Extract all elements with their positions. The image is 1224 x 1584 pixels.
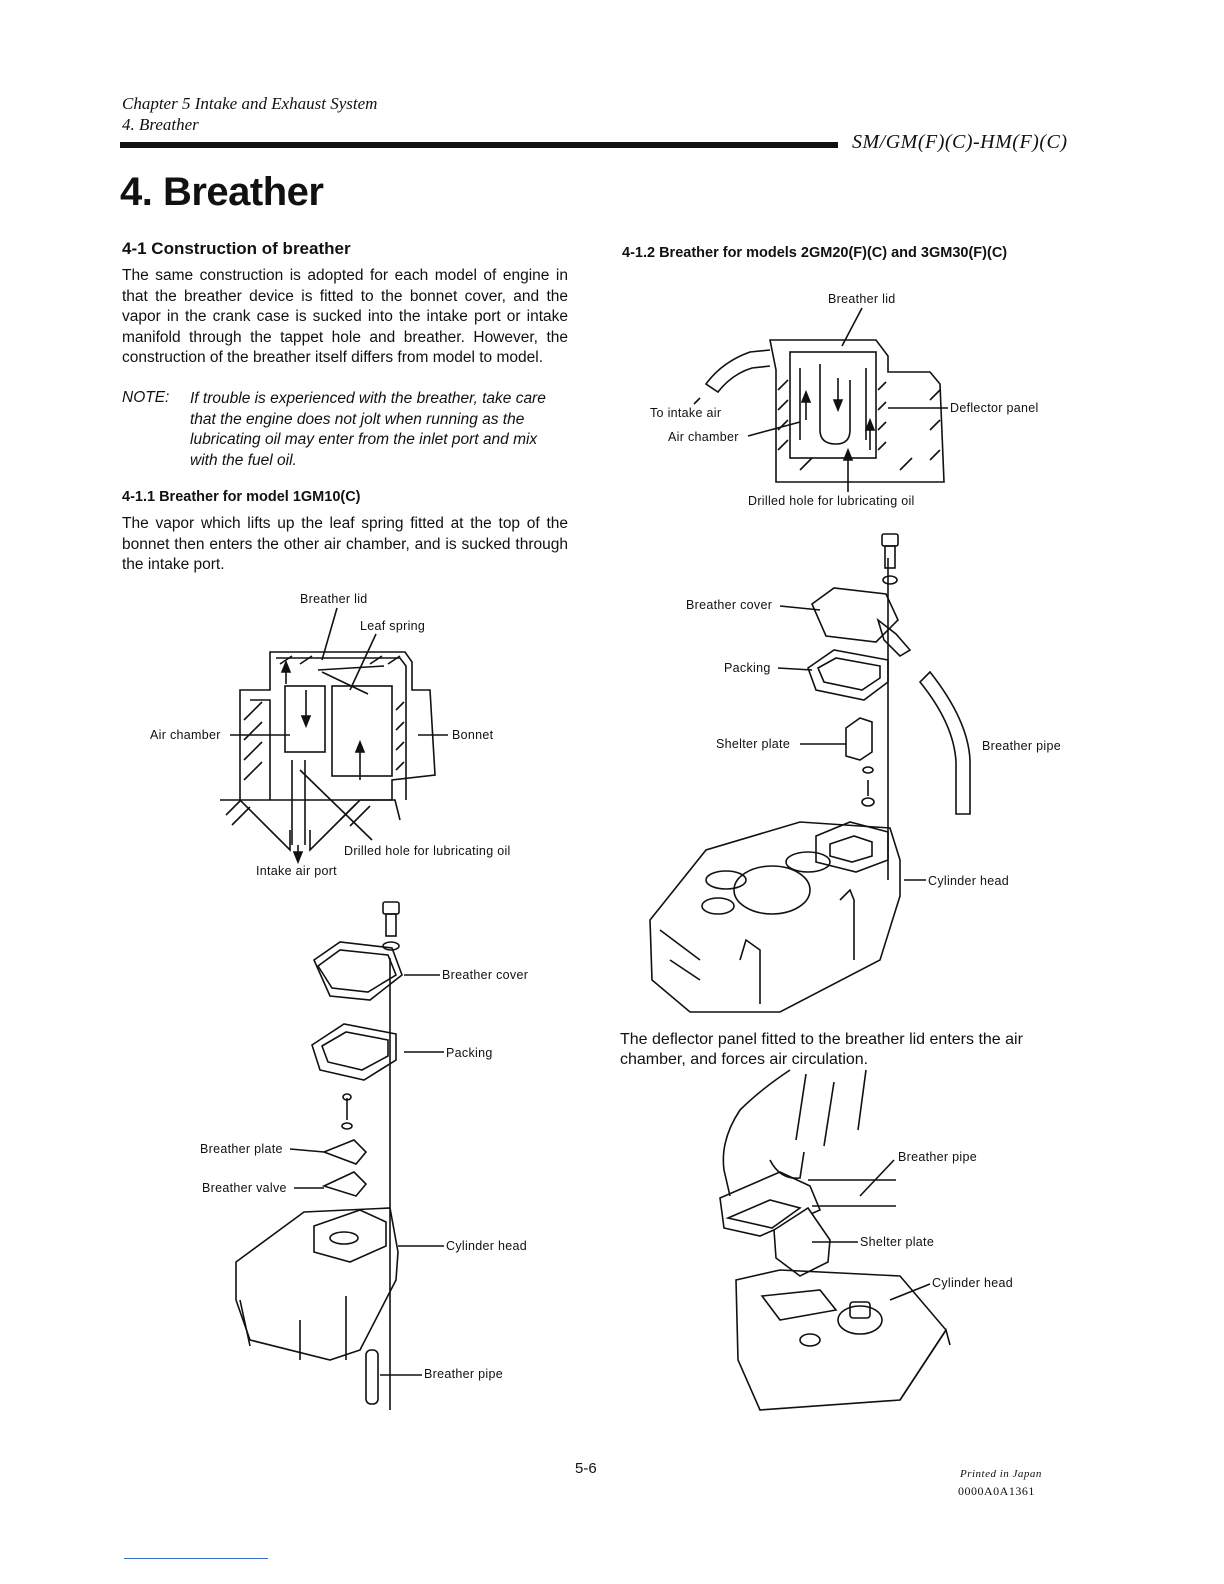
label-packing: Packing xyxy=(446,1046,493,1060)
document-code: 0000A0A1361 xyxy=(958,1484,1035,1498)
header-section: 4. Breather xyxy=(122,115,199,134)
label-to-intake-air: To intake air xyxy=(650,406,722,420)
installation-drawing xyxy=(719,1069,951,1411)
label-drilled-hole-2: Drilled hole for lubricating oil xyxy=(748,494,915,508)
label-air-chamber-2: Air chamber xyxy=(668,430,739,444)
label-breather-pipe-3: Breather pipe xyxy=(898,1150,977,1164)
label-breather-cover: Breather cover xyxy=(442,968,529,982)
label-cylinder-head-3: Cylinder head xyxy=(932,1276,1014,1290)
heading-4-1-2: 4-1.2 Breather for models 2GM20(F)(C) an… xyxy=(622,245,1008,261)
paragraph-4-1-1: The vapor which lifts up the leaf spring… xyxy=(122,515,568,573)
label-deflector-panel: Deflector panel xyxy=(950,401,1039,415)
exploded-view-drawing-2 xyxy=(649,533,971,1013)
label-breather-plate: Breather plate xyxy=(200,1142,283,1156)
heading-4-1: 4-1 Construction of breather xyxy=(122,239,351,258)
label-bonnet: Bonnet xyxy=(452,728,494,742)
label-drilled-hole: Drilled hole for lubricating oil xyxy=(344,844,511,858)
header-rule xyxy=(120,142,838,148)
label-breather-lid: Breather lid xyxy=(300,592,368,606)
heading-4-1-1: 4-1.1 Breather for model 1GM10(C) xyxy=(122,489,361,505)
label-shelter-plate-2: Shelter plate xyxy=(860,1235,935,1249)
page-number: 5-6 xyxy=(575,1460,597,1477)
printed-in: Printed in Japan xyxy=(960,1468,1042,1480)
label-breather-lid-2: Breather lid xyxy=(828,292,896,306)
running-header: Chapter 5 Intake and Exhaust System 4. B… xyxy=(122,93,377,135)
label-cylinder-head-2: Cylinder head xyxy=(928,874,1010,888)
label-packing-2: Packing xyxy=(724,661,771,675)
label-breather-cover-2: Breather cover xyxy=(686,598,773,612)
note-text: If trouble is experienced with the breat… xyxy=(190,390,546,469)
footer-rule xyxy=(124,1558,268,1559)
label-breather-valve: Breather valve xyxy=(202,1181,287,1195)
exploded-view-drawing xyxy=(235,901,444,1410)
label-breather-pipe: Breather pipe xyxy=(424,1367,503,1381)
caption-deflector: The deflector panel fitted to the breath… xyxy=(620,1031,1023,1068)
label-breather-pipe-2: Breather pipe xyxy=(982,739,1061,753)
paragraph-4-1: The same construction is adopted for eac… xyxy=(122,267,568,366)
label-leaf-spring: Leaf spring xyxy=(360,619,426,633)
label-cylinder-head: Cylinder head xyxy=(446,1239,528,1253)
page-title: 4. Breather xyxy=(120,170,324,214)
header-models: SM/GM(F)(C)-HM(F)(C) xyxy=(852,131,1068,153)
breather-section-drawing xyxy=(220,607,448,865)
deflector-section-drawing xyxy=(693,307,948,492)
header-chapter: Chapter 5 Intake and Exhaust System xyxy=(122,94,378,113)
label-shelter-plate: Shelter plate xyxy=(716,737,791,751)
label-air-chamber: Air chamber xyxy=(150,728,221,742)
note-label: NOTE: xyxy=(122,389,170,406)
label-intake-air-port: Intake air port xyxy=(256,864,337,878)
